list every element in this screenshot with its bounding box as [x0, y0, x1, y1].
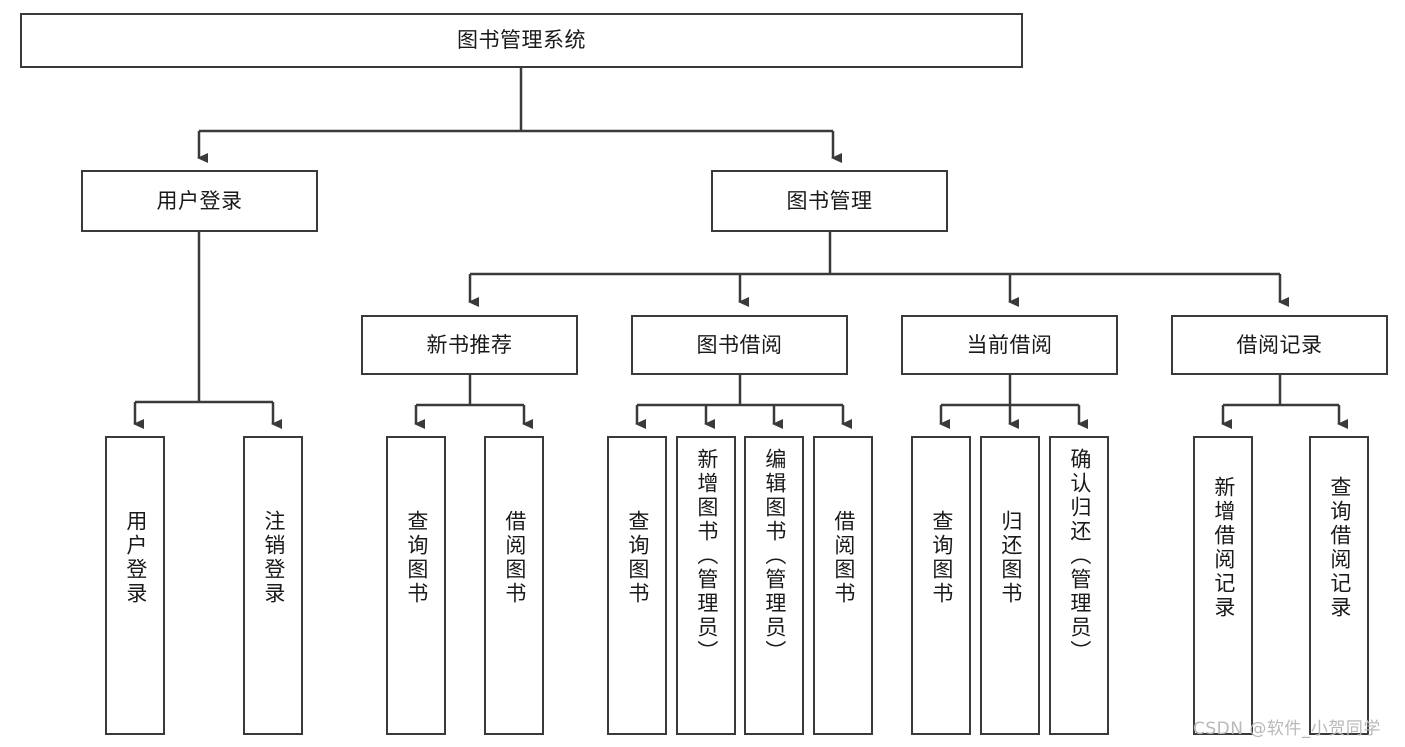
- node-leaf-add-borrow-record[interactable]: 新增借阅记录: [1193, 436, 1253, 735]
- node-leaf-logout[interactable]: 注销登录: [243, 436, 303, 735]
- node-label: 图书管理: [786, 188, 873, 213]
- node-label: 用户登录: [123, 510, 148, 606]
- node-book-management[interactable]: 图书管理: [711, 170, 948, 232]
- node-label: 注销登录: [261, 510, 286, 606]
- node-leaf-borrow-books[interactable]: 借阅图书: [813, 436, 873, 735]
- node-leaf-confirm-return-admin[interactable]: 确认归还（管理员）: [1049, 436, 1109, 735]
- node-root-library-management-system[interactable]: 图书管理系统: [20, 13, 1023, 68]
- node-leaf-query-books-recommend[interactable]: 查询图书: [386, 436, 446, 735]
- node-label: 查询图书: [929, 510, 954, 606]
- node-label: 借阅图书: [502, 510, 527, 606]
- node-label: 新增借阅记录: [1211, 476, 1236, 620]
- node-new-book-recommendation[interactable]: 新书推荐: [361, 315, 578, 375]
- node-leaf-query-books-borrow[interactable]: 查询图书: [607, 436, 667, 735]
- node-leaf-edit-book-admin[interactable]: 编辑图书（管理员）: [744, 436, 804, 735]
- node-leaf-query-borrow-record[interactable]: 查询借阅记录: [1309, 436, 1369, 735]
- node-label: 图书借阅: [696, 332, 783, 357]
- node-leaf-query-books-current[interactable]: 查询图书: [911, 436, 971, 735]
- node-label: 归还图书: [998, 510, 1023, 606]
- node-label: 新书推荐: [426, 332, 513, 357]
- node-label: 当前借阅: [966, 332, 1053, 357]
- csdn-watermark: CSDN @软件_小贺同学: [1193, 719, 1381, 739]
- node-user-login[interactable]: 用户登录: [81, 170, 318, 232]
- node-leaf-user-login[interactable]: 用户登录: [105, 436, 165, 735]
- node-book-borrowing[interactable]: 图书借阅: [631, 315, 848, 375]
- node-leaf-borrow-books-recommend[interactable]: 借阅图书: [484, 436, 544, 735]
- node-current-borrowing[interactable]: 当前借阅: [901, 315, 1118, 375]
- node-label: 确认归还（管理员）: [1067, 448, 1092, 664]
- node-label: 查询借阅记录: [1327, 476, 1352, 620]
- node-borrowing-record[interactable]: 借阅记录: [1171, 315, 1388, 375]
- node-leaf-return-books[interactable]: 归还图书: [980, 436, 1040, 735]
- node-label: 图书管理系统: [457, 28, 586, 53]
- node-label: 借阅记录: [1236, 332, 1323, 357]
- node-label: 借阅图书: [831, 510, 856, 606]
- node-label: 用户登录: [156, 188, 243, 213]
- node-label: 查询图书: [404, 510, 429, 606]
- node-label: 编辑图书（管理员）: [762, 448, 787, 664]
- node-label: 查询图书: [625, 510, 650, 606]
- node-label: 新增图书（管理员）: [694, 448, 719, 664]
- node-leaf-add-book-admin[interactable]: 新增图书（管理员）: [676, 436, 736, 735]
